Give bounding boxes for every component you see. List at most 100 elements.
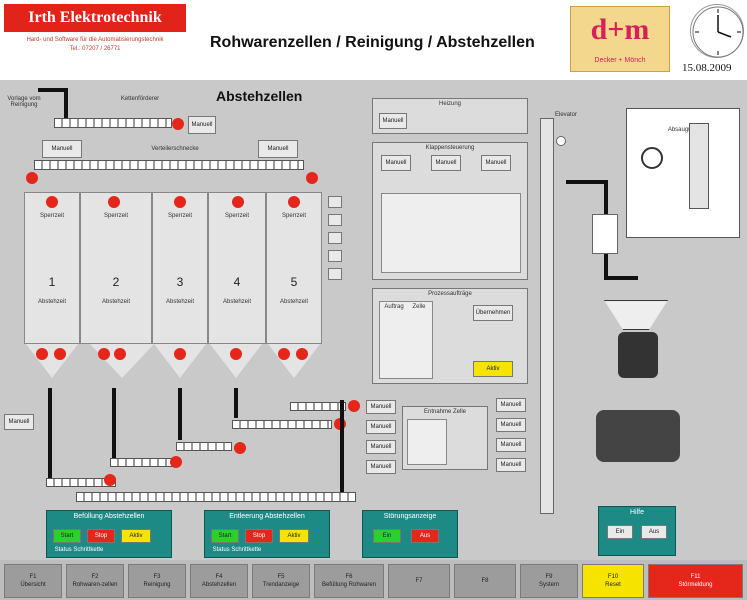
outlet-pipe: [112, 388, 116, 458]
help-panel: Hilfe Ein Aus: [598, 506, 676, 556]
help-on-button[interactable]: Ein: [607, 525, 633, 539]
alarm-indicator: [174, 196, 186, 208]
company-logo: d+m Decker + Mönch: [570, 6, 670, 72]
f7-button[interactable]: F7: [388, 564, 450, 598]
section-title: Abstehzellen: [216, 88, 303, 104]
start-button[interactable]: Start: [211, 529, 239, 543]
alarm-indicator: [108, 196, 120, 208]
manual-button[interactable]: Manuell: [431, 155, 461, 171]
manual-button[interactable]: Manuell: [258, 140, 298, 158]
alarm-indicator: [170, 456, 182, 468]
side-button[interactable]: [328, 214, 342, 226]
manual-button[interactable]: Manuell: [496, 418, 526, 432]
manual-button[interactable]: Manuell: [366, 420, 396, 434]
active-button[interactable]: Aktiv: [121, 529, 151, 543]
side-button[interactable]: [328, 232, 342, 244]
silo-hopper: [26, 344, 78, 378]
manual-button[interactable]: Manuell: [366, 440, 396, 454]
heating-panel: Heizung Manuell: [372, 98, 528, 134]
feed-pipe-down: [64, 88, 68, 118]
manual-button[interactable]: Manuell: [366, 400, 396, 414]
control-panel-empty: Entleerung Abstehzellen Start Stop Aktiv…: [204, 510, 330, 558]
alarm-indicator: [306, 172, 318, 184]
manual-button[interactable]: Manuell: [42, 140, 82, 158]
stop-button[interactable]: Stop: [87, 529, 115, 543]
silo-hopper: [268, 344, 320, 378]
alarm-indicator: [348, 400, 360, 412]
bucket-elevator: [540, 118, 554, 514]
f8-button[interactable]: F8: [454, 564, 516, 598]
transfer-pipe: [566, 180, 606, 184]
alarm-indicator: [234, 442, 246, 454]
date-display: 15.08.2009: [682, 62, 732, 74]
stop-button[interactable]: Stop: [245, 529, 273, 543]
alarm-indicator: [278, 348, 290, 360]
chain-conveyor: [54, 118, 172, 128]
manual-button[interactable]: Manuell: [496, 438, 526, 452]
entnahme-list: [407, 419, 447, 465]
vertical-pipe: [340, 400, 344, 492]
control-panel-fill: Befüllung Abstehzellen Start Stop Aktiv …: [46, 510, 172, 558]
screw-conveyor: [232, 420, 332, 429]
alarm-indicator: [230, 348, 242, 360]
process-orders-panel: Prozessaufträge Auftrag Zelle Übernehmen…: [372, 288, 528, 384]
screw-conveyor: [110, 458, 176, 467]
elevator-head: [556, 136, 566, 146]
manual-button[interactable]: Manuell: [381, 155, 411, 171]
off-button[interactable]: Aus: [411, 529, 439, 543]
manual-button[interactable]: Manuell: [4, 414, 34, 430]
alarm-indicator: [26, 172, 38, 184]
alarm-indicator: [114, 348, 126, 360]
outlet-pipe: [48, 388, 52, 484]
page-title: Rohwarenzellen / Reinigung / Abstehzelle…: [210, 34, 535, 51]
machine-icon: [596, 410, 680, 462]
separator-unit: [592, 214, 618, 254]
vorlage-label: Vorlage vom Reinigung: [7, 96, 41, 108]
side-button[interactable]: [328, 196, 342, 208]
manual-button[interactable]: Manuell: [188, 116, 216, 134]
help-off-button[interactable]: Aus: [641, 525, 667, 539]
start-button[interactable]: Start: [53, 529, 81, 543]
on-button[interactable]: Ein: [373, 529, 401, 543]
manual-button[interactable]: Manuell: [481, 155, 511, 171]
active-button[interactable]: Aktiv: [473, 361, 513, 377]
manual-button[interactable]: Manuell: [496, 458, 526, 472]
alarm-indicator: [36, 348, 48, 360]
alarm-indicator: [172, 118, 184, 130]
manual-button[interactable]: Manuell: [379, 113, 407, 129]
entnahme-panel: Entnahme Zelle: [402, 406, 488, 470]
manual-button[interactable]: Manuell: [496, 398, 526, 412]
alarm-indicator: [296, 348, 308, 360]
distribution-screw: [34, 160, 304, 170]
accept-button[interactable]: Übernehmen: [473, 305, 513, 321]
active-button[interactable]: Aktiv: [279, 529, 309, 543]
flap-control-panel: Klappensteuerung Manuell Manuell Manuell: [372, 142, 528, 280]
flap-table: [381, 193, 521, 273]
manual-button[interactable]: Manuell: [366, 460, 396, 474]
suction-panel: Absaugung: [626, 108, 740, 238]
side-button[interactable]: [328, 250, 342, 262]
side-button[interactable]: [328, 268, 342, 280]
collector-conveyor: [76, 492, 356, 502]
weigher-icon: [618, 332, 658, 378]
fan-icon: [641, 147, 663, 169]
alarm-indicator: [46, 196, 58, 208]
alarm-indicator: [288, 196, 300, 208]
orders-table: Auftrag Zelle: [379, 301, 433, 379]
control-panel-fault: Störungsanzeige Ein Aus: [362, 510, 458, 558]
kettenforderer-label: Kettenförderer: [120, 96, 160, 102]
